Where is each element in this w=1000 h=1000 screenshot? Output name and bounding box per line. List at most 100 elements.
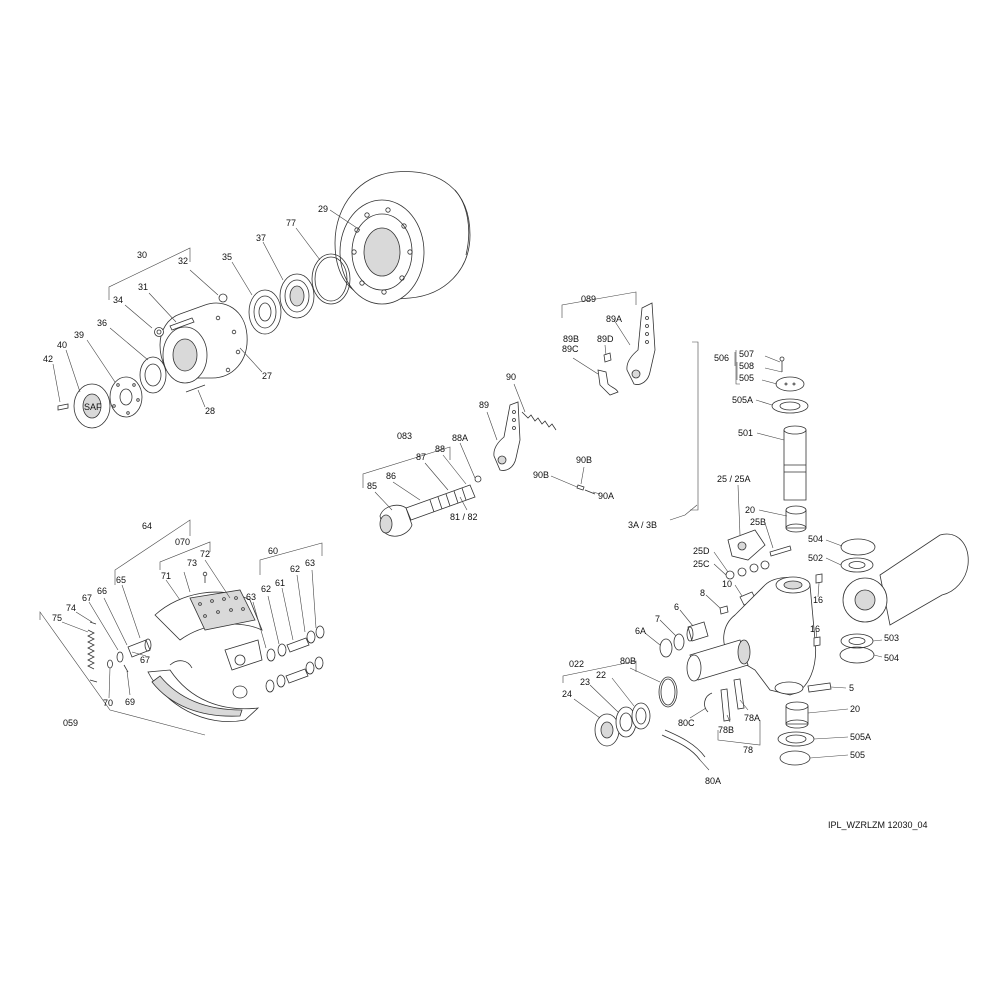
callout-16-mid: 16	[810, 624, 820, 634]
bushing-20-top	[785, 505, 807, 533]
screw-42	[57, 403, 69, 411]
pin-78B	[720, 688, 731, 722]
hub-cap-marking: SAF	[84, 402, 102, 412]
steering-arm-25-25A	[727, 529, 766, 561]
callout-505-bot: 505	[850, 750, 865, 760]
hub-cap-40: SAF	[73, 383, 111, 429]
callout-37: 37	[256, 233, 266, 243]
callout-87: 87	[416, 452, 426, 462]
callout-27: 27	[262, 371, 272, 381]
callout-89B: 89B	[563, 334, 579, 344]
seal-ring-77	[311, 253, 351, 305]
callout-5: 5	[849, 683, 854, 693]
callout-89: 89	[479, 400, 489, 410]
ring-70	[107, 659, 113, 669]
slack-adjuster-89	[493, 401, 521, 471]
pin-90A	[584, 489, 596, 495]
pin-90B	[576, 484, 585, 491]
bolt-5	[807, 682, 832, 693]
callout-65: 65	[116, 575, 126, 585]
callout-78A: 78A	[744, 713, 760, 723]
spring-90	[521, 411, 557, 431]
callout-25-25A: 25 / 25A	[717, 474, 751, 484]
callout-24: 24	[562, 689, 572, 699]
gasket-505A-bottom	[777, 731, 815, 747]
callout-63-left: 63	[246, 592, 256, 602]
clip-80C	[704, 692, 713, 713]
spring-clip-69	[123, 664, 129, 673]
callout-6A: 6A	[635, 626, 646, 636]
roller-pin-set-60	[265, 625, 325, 693]
callout-070: 070	[175, 537, 190, 547]
callout-501: 501	[738, 428, 753, 438]
return-spring-75	[87, 629, 95, 670]
bushing-20-bottom	[785, 701, 809, 729]
screw-507	[779, 356, 785, 372]
camshaft-slack-adjuster-group	[362, 291, 656, 537]
callout-20-top: 20	[745, 505, 755, 515]
callout-42: 42	[43, 354, 53, 364]
seal-504-top	[840, 538, 876, 556]
bolt-25B	[769, 545, 792, 557]
steering-knuckle	[723, 576, 816, 696]
callout-66: 66	[97, 586, 107, 596]
callout-16-top: 16	[813, 595, 823, 605]
callout-88: 88	[435, 444, 445, 454]
slack-adjuster-89A	[626, 302, 656, 385]
callout-7: 7	[655, 614, 660, 624]
callout-80A: 80A	[705, 776, 721, 786]
callout-506: 506	[714, 353, 729, 363]
callout-89D: 89D	[597, 334, 614, 344]
callout-504-top: 504	[808, 534, 823, 544]
hose-80A	[661, 729, 706, 761]
callout-90: 90	[506, 372, 516, 382]
callout-77: 77	[286, 218, 296, 228]
callout-35: 35	[222, 252, 232, 262]
callout-61: 61	[275, 578, 285, 588]
callout-71: 71	[161, 571, 171, 581]
callout-25D: 25D	[693, 546, 710, 556]
callout-25C: 25C	[693, 559, 710, 569]
callout-39: 39	[74, 330, 84, 340]
callout-502: 502	[808, 553, 823, 563]
callout-022: 022	[569, 659, 584, 669]
callout-78: 78	[743, 745, 753, 755]
grease-nipple-16-mid	[813, 636, 821, 647]
callout-504-bot: 504	[884, 653, 899, 663]
callout-31: 31	[138, 282, 148, 292]
callout-34: 34	[113, 295, 123, 305]
king-pin-501	[783, 425, 807, 501]
ring-67	[116, 651, 124, 663]
washer-22	[631, 702, 651, 730]
callout-75: 75	[52, 613, 62, 623]
callout-20-bot: 20	[850, 704, 860, 714]
pin-28	[185, 384, 206, 393]
callout-10: 10	[722, 579, 732, 589]
ring-7	[673, 633, 685, 651]
callout-089: 089	[581, 294, 596, 304]
brake-shoe-71	[154, 589, 263, 671]
spindle	[686, 639, 751, 682]
callout-72: 72	[200, 549, 210, 559]
brake-shoe-group	[39, 519, 325, 736]
cam-head-85	[379, 504, 413, 537]
callout-40: 40	[57, 340, 67, 350]
callout-30: 30	[137, 250, 147, 260]
callout-67-bot: 67	[140, 655, 150, 665]
callout-23: 23	[580, 677, 590, 687]
callout-90B: 90B	[533, 470, 549, 480]
bushing-6	[686, 621, 709, 642]
grease-nipple-16-top	[815, 573, 823, 584]
callout-32: 32	[178, 256, 188, 266]
spring-pin-74	[89, 621, 98, 683]
callout-505A-top: 505A	[732, 395, 753, 405]
wheel-stud-31	[169, 317, 195, 331]
callout-503: 503	[884, 633, 899, 643]
pin-78A	[733, 678, 745, 710]
nut-34	[154, 327, 164, 337]
bearing-36	[139, 356, 167, 394]
callout-74: 74	[66, 603, 76, 613]
bearing-35	[248, 289, 282, 335]
bearing-37	[279, 273, 315, 319]
